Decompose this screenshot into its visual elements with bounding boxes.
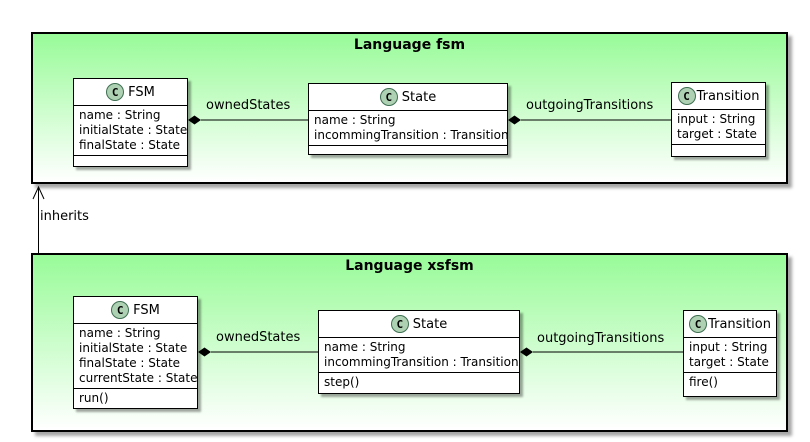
package-title: Language fsm: [353, 37, 466, 53]
circled-c-icon: C: [379, 88, 398, 106]
class-attribute: input : String: [677, 112, 756, 126]
edge-label-owned-states-bottom: ownedStates: [216, 330, 301, 345]
class-attribute: incommingTransition : Transition: [324, 355, 519, 369]
class-methods-empty: [309, 146, 507, 154]
class-attributes: name : String incommingTransition : Tran…: [319, 338, 519, 373]
circled-c-icon: C: [390, 315, 409, 333]
class-fsm-bottom: C FSM name : String initialState : State…: [73, 296, 198, 409]
class-attributes: name : String initialState : State final…: [74, 106, 187, 156]
class-attribute: name : String: [324, 340, 406, 354]
class-state-top: C State name : String incommingTransitio…: [308, 83, 509, 155]
class-method: step(): [324, 375, 360, 389]
class-attribute: incommingTransition : Transition: [314, 128, 509, 142]
class-name: State: [401, 89, 437, 105]
class-attributes: name : String incommingTransition : Tran…: [309, 111, 509, 146]
class-methods: fire(): [684, 373, 776, 396]
circled-c-icon: C: [106, 83, 125, 101]
inherits-arrowhead: [32, 185, 45, 200]
class-attributes: input : String target : State: [672, 110, 765, 145]
circled-c-icon: C: [677, 87, 696, 105]
class-header: C State: [319, 311, 519, 338]
class-attribute: finalState : State: [79, 138, 181, 152]
edge-label-outgoing-transitions-top: outgoingTransitions: [526, 98, 654, 113]
class-header: C FSM: [74, 79, 187, 106]
class-name: Transition: [708, 316, 771, 332]
class-attribute: input : String: [689, 340, 768, 354]
class-attribute: initialState : State: [79, 123, 188, 137]
class-methods-empty: [74, 156, 187, 166]
class-header: C Transition: [684, 311, 776, 338]
class-transition-bottom: C Transition input : String target : Sta…: [683, 310, 777, 397]
edge-label-inherits: inherits: [40, 209, 89, 224]
class-attribute: name : String: [79, 326, 161, 340]
class-method: run(): [79, 391, 109, 405]
edge-label-outgoing-transitions-bottom: outgoingTransitions: [537, 331, 665, 346]
class-header: C Transition: [672, 83, 765, 110]
circled-c-icon: C: [111, 301, 130, 319]
class-attribute: target : State: [689, 355, 769, 369]
class-methods-empty: [672, 145, 765, 156]
class-header: C State: [309, 84, 507, 111]
class-methods: step(): [319, 373, 519, 393]
class-attributes: input : String target : State: [684, 338, 776, 373]
class-name: Transition: [696, 88, 760, 104]
class-attributes: name : String initialState : State final…: [74, 324, 198, 389]
class-method: fire(): [689, 375, 718, 389]
class-attribute: initialState : State: [79, 341, 188, 355]
class-attribute: target : State: [677, 127, 757, 141]
class-name: State: [412, 316, 448, 332]
class-header: C FSM: [74, 297, 197, 324]
class-fsm-top: C FSM name : String initialState : State…: [73, 78, 188, 167]
class-name: FSM: [128, 84, 155, 100]
circled-c-icon: C: [689, 315, 708, 333]
class-attribute: currentState : State: [79, 371, 198, 385]
class-name: FSM: [133, 302, 160, 318]
class-methods: run(): [74, 389, 197, 408]
class-state-bottom: C State name : String incommingTransitio…: [318, 310, 520, 394]
class-attribute: finalState : State: [79, 356, 181, 370]
class-transition-top: C Transition input : String target : Sta…: [671, 82, 766, 157]
class-attribute: name : String: [79, 108, 161, 122]
edge-label-owned-states-top: ownedStates: [206, 98, 291, 113]
class-attribute: name : String: [314, 113, 396, 127]
package-title: Language xsfsm: [345, 258, 474, 274]
